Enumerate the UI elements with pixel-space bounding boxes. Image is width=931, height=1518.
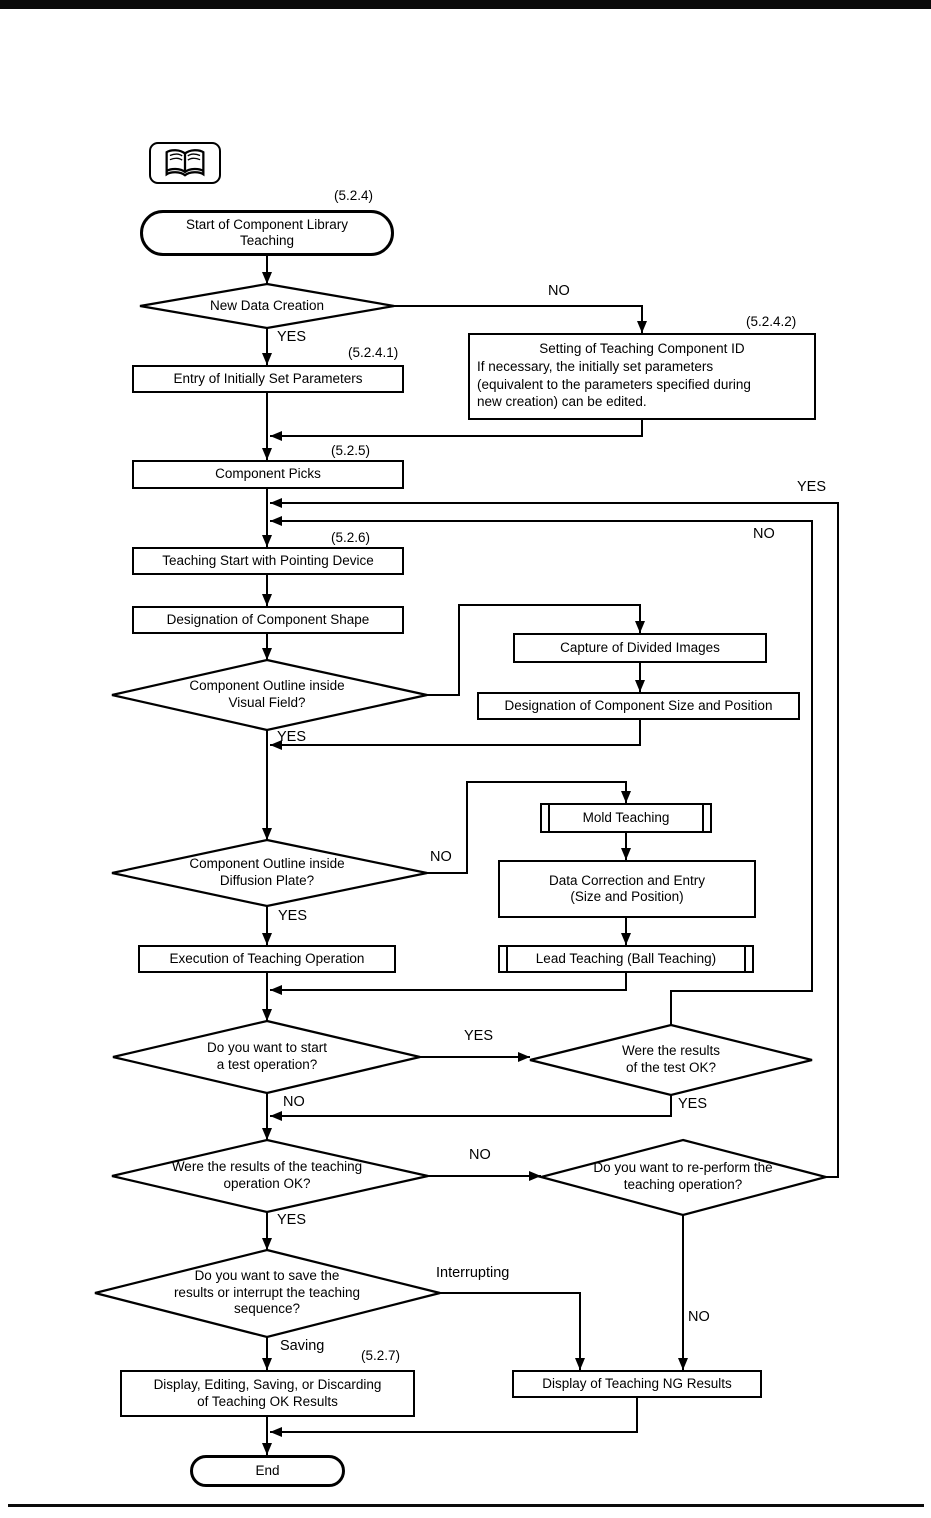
edge-label-loop-yes: YES: [797, 479, 827, 495]
terminator-end: End: [190, 1455, 345, 1487]
section-ref-5-2-4-2: (5.2.4.2): [746, 314, 797, 329]
setting-id-body: If necessary, the initially set paramete…: [477, 358, 751, 410]
edge-reperform-yes-loop: [270, 498, 839, 1178]
edge-testok-yes-merge: [270, 1095, 672, 1121]
decision-teaching-ok: Were the results of the teaching operati…: [171, 1159, 363, 1191]
terminator-start: Start of Component Library Teaching: [140, 210, 394, 256]
decision-test-ok: Were the results of the test OK?: [621, 1043, 721, 1075]
diamond-save-interrupt: [94, 1248, 441, 1339]
diamond-diffusion-plate: [111, 838, 428, 908]
mold-teaching-label: Mold Teaching: [582, 809, 670, 825]
decision-new-data-creation: New Data Creation: [209, 297, 325, 313]
process-capture-divided-images: Capture of Divided Images: [513, 633, 767, 663]
edge-label-starttest-yes: YES: [464, 1028, 494, 1044]
predefined-bar-left: [506, 947, 508, 971]
edge-label-newdata-no: NO: [548, 283, 570, 299]
edge-setting-merge: [270, 420, 643, 441]
predefined-lead-teaching: Lead Teaching (Ball Teaching): [498, 945, 754, 973]
edge-label-newdata-yes: YES: [277, 329, 307, 345]
diamond-new-data-creation: [139, 282, 395, 330]
edge-save-interrupting: [440, 1292, 585, 1370]
process-entry-initial-parameters: Entry of Initially Set Parameters: [132, 365, 404, 393]
decision-visual-field: Component Outline inside Visual Field?: [189, 678, 345, 710]
manual-reference-button: [149, 142, 221, 184]
decision-diffusion-plate: Component Outline inside Diffusion Plate…: [189, 856, 345, 888]
edge-ng-merge: [270, 1398, 638, 1437]
edge-label-testok-yes: YES: [678, 1096, 708, 1112]
diamond-reperform: [536, 1138, 831, 1217]
lead-teaching-label: Lead Teaching (Ball Teaching): [535, 950, 717, 966]
edge-label-starttest-no: NO: [283, 1094, 305, 1110]
predefined-bar-left: [548, 805, 550, 831]
decision-reperform: Do you want to re-perform the teaching o…: [593, 1160, 773, 1192]
process-execution-teaching-operation: Execution of Teaching Operation: [138, 945, 396, 973]
process-display-ok-results: Display, Editing, Saving, or Discarding …: [120, 1370, 415, 1417]
section-ref-5-2-4-1: (5.2.4.1): [348, 345, 399, 360]
edge-label-visualfield-yes: YES: [277, 729, 307, 745]
top-border-bar: [0, 0, 931, 9]
edge-label-saving: Saving: [280, 1338, 325, 1354]
edge-label-loop-no: NO: [753, 526, 775, 542]
edge-lead-merge: [270, 973, 627, 995]
edge-size-merge: [270, 720, 641, 750]
diamond-start-test: [112, 1019, 421, 1095]
footer-rule: [8, 1504, 924, 1507]
edge-testok-no-loop: [270, 516, 813, 1025]
process-teaching-start-pointing-device: Teaching Start with Pointing Device: [132, 547, 404, 575]
section-ref-5-2-6: (5.2.6): [331, 530, 371, 545]
process-data-correction-entry: Data Correction and Entry (Size and Posi…: [498, 860, 756, 918]
diamond-teaching-ok: [111, 1138, 429, 1214]
decision-start-test: Do you want to start a test operation?: [206, 1040, 328, 1072]
process-designation-component-shape: Designation of Component Shape: [132, 606, 404, 634]
predefined-bar-right: [702, 805, 704, 831]
diamond-visual-field: [111, 658, 428, 732]
predefined-bar-right: [744, 947, 746, 971]
process-component-picks: Component Picks: [132, 460, 404, 489]
edge-label-reperform-no: NO: [688, 1309, 710, 1325]
section-ref-5-2-4: (5.2.4): [334, 188, 374, 203]
decision-save-or-interrupt: Do you want to save the results or inter…: [173, 1267, 361, 1317]
open-book-icon: [165, 149, 205, 177]
predefined-mold-teaching: Mold Teaching: [540, 803, 712, 833]
process-setting-component-id: Setting of Teaching Component ID If nece…: [468, 333, 816, 420]
setting-id-title: Setting of Teaching Component ID: [539, 341, 745, 356]
edge-diffusion-no: [427, 781, 631, 874]
edge-label-teachingok-yes: YES: [277, 1212, 307, 1228]
process-designation-size-position: Designation of Component Size and Positi…: [477, 692, 800, 720]
section-ref-5-2-7: (5.2.7): [361, 1348, 401, 1363]
diamond-test-ok: [529, 1023, 813, 1097]
edge-visualfield-no: [427, 604, 645, 696]
edge-label-teachingok-no: NO: [469, 1147, 491, 1163]
edge-newdata-no: [394, 305, 647, 333]
section-ref-5-2-5: (5.2.5): [331, 443, 371, 458]
edge-label-diffusion-no: NO: [430, 849, 452, 865]
edge-label-diffusion-yes: YES: [278, 908, 308, 924]
process-display-ng-results: Display of Teaching NG Results: [512, 1370, 762, 1398]
edge-label-interrupting: Interrupting: [436, 1265, 510, 1281]
